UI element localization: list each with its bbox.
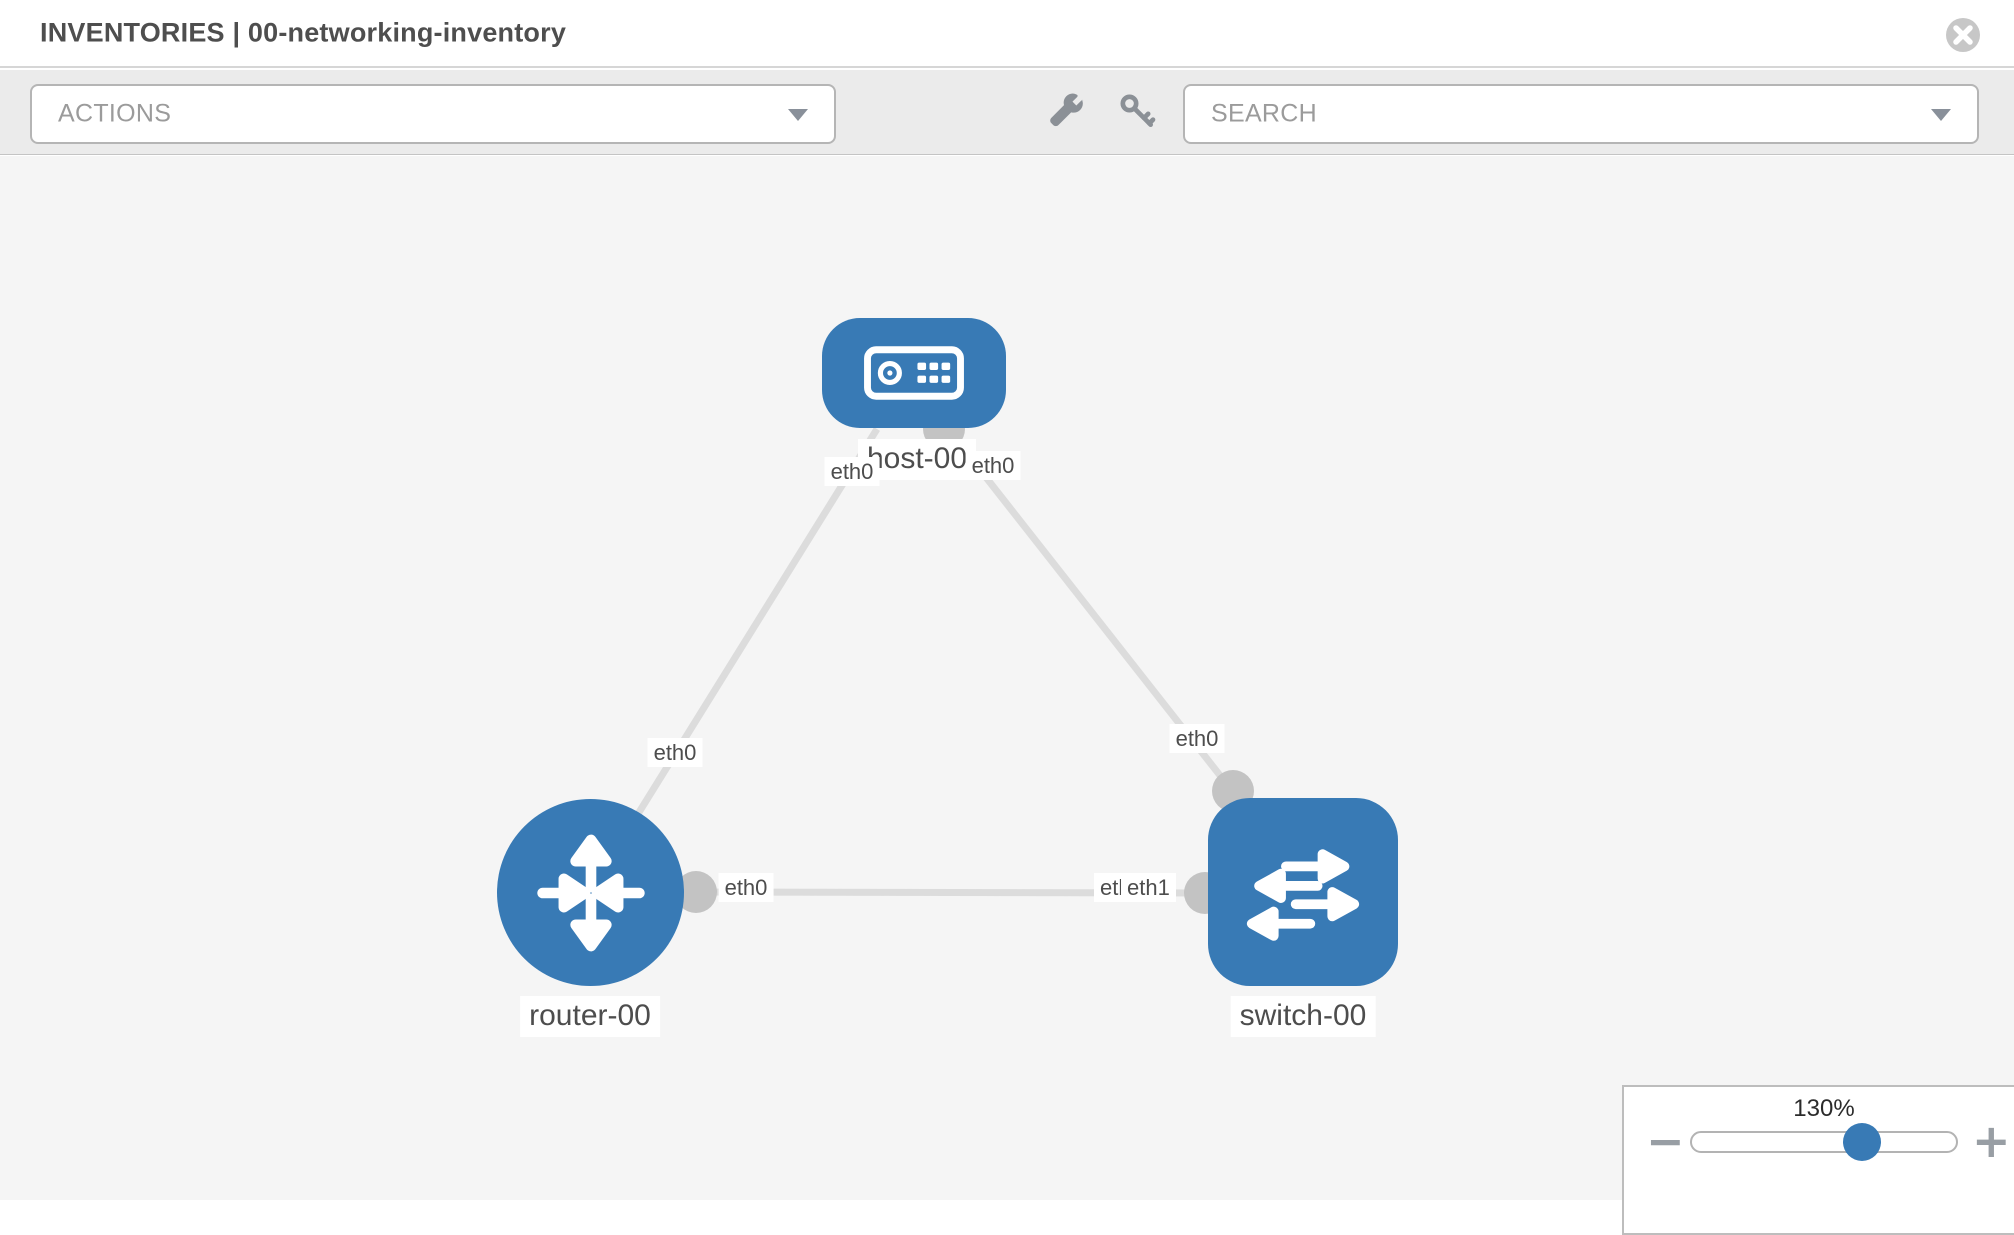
key-icon [1120,94,1156,127]
node-host-00[interactable] [822,318,1006,428]
node-label-switch: switch-00 [1230,996,1376,1037]
interface-label: eth0 [718,873,774,903]
zoom-level-value: 130% [1793,1095,1855,1122]
node-label-router: router-00 [520,996,660,1037]
node-router-00[interactable] [497,799,684,986]
interface-connector [675,871,717,913]
search-dropdown[interactable]: SEARCH [1183,84,1979,144]
panel-header: INVENTORIES | 00-networking-inventory [0,0,2014,68]
host-icon [864,346,964,400]
toolbar: ACTIONS SEARCH [0,70,2014,155]
links-layer [612,408,1254,914]
zoom-slider-track[interactable] [1690,1131,1958,1153]
configure-button[interactable] [1046,91,1088,133]
zoom-out-button[interactable]: − [1646,1114,1685,1168]
chevron-down-icon [1931,109,1951,121]
close-button[interactable] [1944,16,1982,54]
topology-canvas[interactable]: host-00 router-00 switch-00 eth0 eth0 et… [0,156,2014,1235]
node-switch-00[interactable] [1208,798,1398,986]
router-icon [536,834,645,951]
link-host-router [612,427,880,853]
interface-label: eth0 [824,457,880,487]
zoom-in-button[interactable]: + [1972,1114,2011,1168]
actions-dropdown[interactable]: ACTIONS [30,84,836,144]
search-dropdown-label: SEARCH [1211,99,1317,128]
interface-label: eth0 [1169,724,1225,754]
wrench-icon [1050,93,1084,127]
credentials-button[interactable] [1116,91,1158,133]
actions-dropdown-label: ACTIONS [58,99,172,128]
page-title: INVENTORIES | 00-networking-inventory [40,17,567,48]
interface-label: eth0 [965,451,1021,481]
chevron-down-icon [788,109,808,121]
interface-label: eth0 [647,738,703,768]
zoom-control-panel: 130% − + [1622,1085,2014,1235]
close-icon [1946,18,1980,52]
switch-icon [1246,849,1360,941]
zoom-slider-thumb[interactable] [1843,1123,1881,1161]
interface-label: eth1 [1121,873,1176,903]
